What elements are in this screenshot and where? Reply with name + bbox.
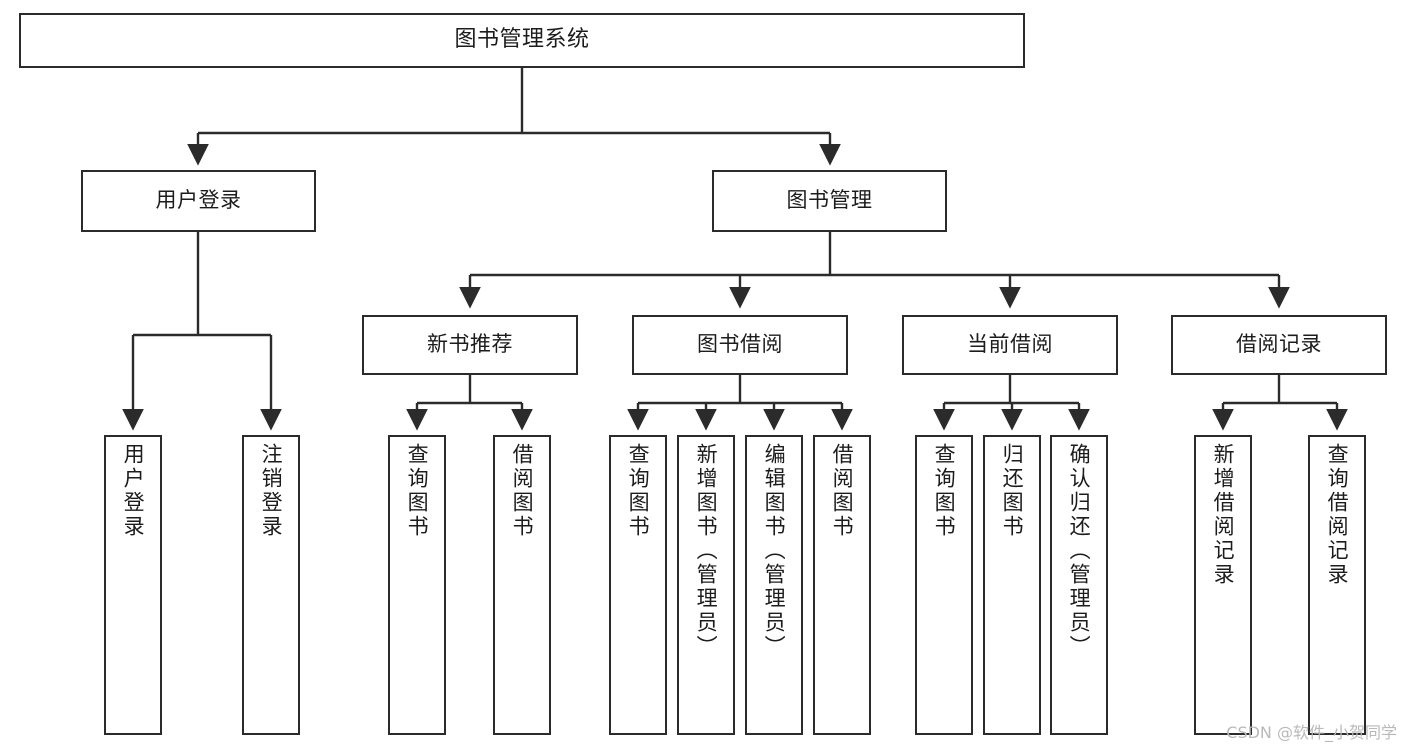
node-leaf-edit-book[interactable]: 编辑图书（管理员） xyxy=(745,435,803,735)
node-book-manage-label: 图书管理 xyxy=(786,188,873,213)
node-leaf-add-record-label: 新增借阅记录 xyxy=(1211,443,1236,587)
node-user-login[interactable]: 用户登录 xyxy=(81,170,316,232)
node-leaf-borrow-book[interactable]: 借阅图书 xyxy=(813,435,871,735)
node-leaf-logout-label: 注销登录 xyxy=(259,443,284,539)
node-borrow-record[interactable]: 借阅记录 xyxy=(1171,315,1387,375)
node-borrow-record-label: 借阅记录 xyxy=(1236,332,1322,357)
node-book-manage[interactable]: 图书管理 xyxy=(712,170,947,232)
node-leaf-add-book[interactable]: 新增图书（管理员） xyxy=(677,435,735,735)
node-leaf-borrow-book-rec-label: 借阅图书 xyxy=(510,443,535,539)
node-leaf-query-book-borrow-label: 查询图书 xyxy=(626,443,651,539)
node-new-book-rec-label: 新书推荐 xyxy=(427,332,513,357)
node-new-book-rec[interactable]: 新书推荐 xyxy=(362,315,578,375)
node-leaf-query-book-rec[interactable]: 查询图书 xyxy=(388,435,446,735)
node-leaf-query-record-label: 查询借阅记录 xyxy=(1325,443,1350,587)
node-leaf-query-record[interactable]: 查询借阅记录 xyxy=(1308,435,1366,735)
node-book-borrow[interactable]: 图书借阅 xyxy=(632,315,848,375)
watermark: CSDN @软件_小贺同学 xyxy=(1226,723,1397,742)
node-book-borrow-label: 图书借阅 xyxy=(697,332,783,357)
node-leaf-user-login-label: 用户登录 xyxy=(121,443,146,539)
node-user-login-label: 用户登录 xyxy=(155,188,242,213)
node-leaf-return-book[interactable]: 归还图书 xyxy=(983,435,1041,735)
node-leaf-edit-book-label: 编辑图书（管理员） xyxy=(762,443,787,659)
node-leaf-borrow-book-label: 借阅图书 xyxy=(830,443,855,539)
node-current-borrow[interactable]: 当前借阅 xyxy=(902,315,1118,375)
node-leaf-user-login[interactable]: 用户登录 xyxy=(104,435,162,735)
node-leaf-logout[interactable]: 注销登录 xyxy=(242,435,300,735)
node-leaf-return-book-label: 归还图书 xyxy=(1000,443,1025,539)
node-leaf-add-record[interactable]: 新增借阅记录 xyxy=(1194,435,1252,735)
node-current-borrow-label: 当前借阅 xyxy=(967,332,1053,357)
node-leaf-query-book-borrow[interactable]: 查询图书 xyxy=(609,435,667,735)
node-leaf-confirm-return-label: 确认归还（管理员） xyxy=(1067,443,1092,659)
node-root[interactable]: 图书管理系统 xyxy=(19,13,1025,68)
node-root-label: 图书管理系统 xyxy=(454,27,590,53)
node-leaf-query-book-rec-label: 查询图书 xyxy=(405,443,430,539)
node-leaf-confirm-return[interactable]: 确认归还（管理员） xyxy=(1050,435,1108,735)
node-leaf-query-book-cur[interactable]: 查询图书 xyxy=(915,435,973,735)
node-leaf-borrow-book-rec[interactable]: 借阅图书 xyxy=(493,435,551,735)
node-leaf-add-book-label: 新增图书（管理员） xyxy=(694,443,719,659)
node-leaf-query-book-cur-label: 查询图书 xyxy=(932,443,957,539)
